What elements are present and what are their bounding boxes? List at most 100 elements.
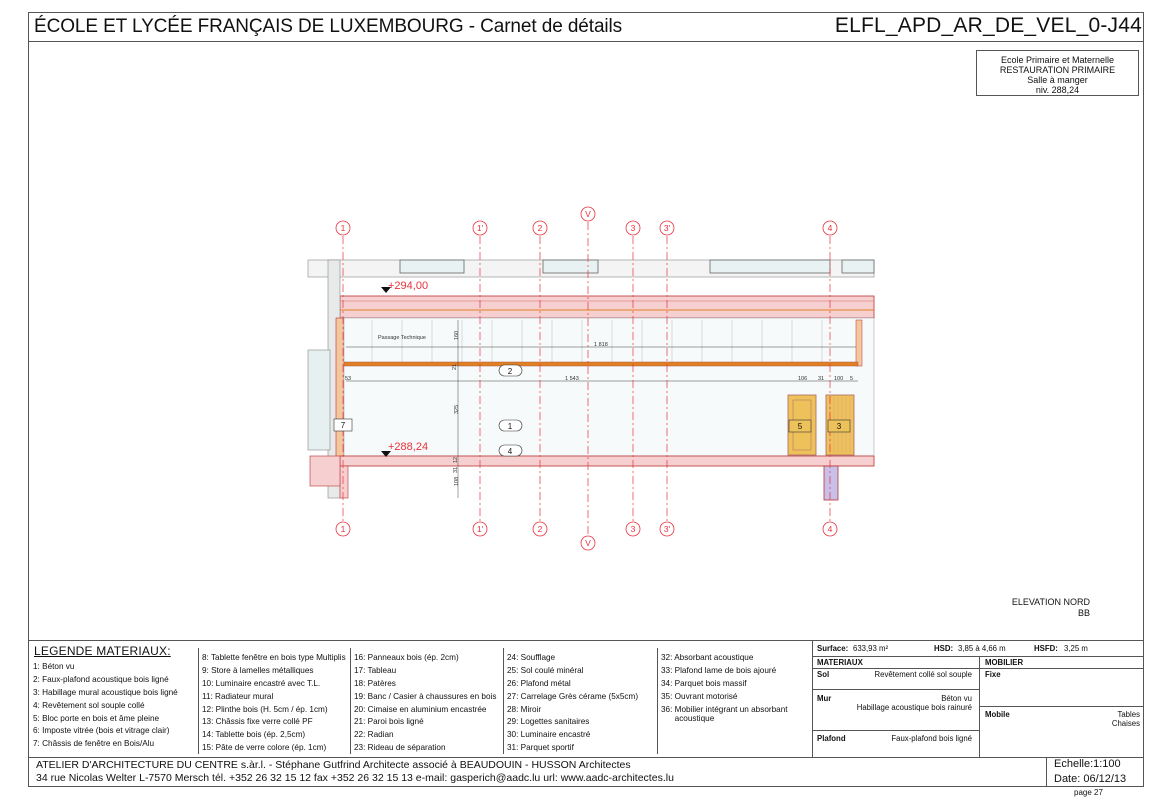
material-tag: [333, 418, 353, 432]
false-ceiling: [343, 361, 859, 367]
axis-label-bottom: 4: [828, 524, 833, 534]
mur-value: Béton vu: [941, 694, 972, 703]
legend-item: 15: Pâte de verre colore (ép. 1cm): [202, 743, 327, 753]
dim-text: 160: [454, 331, 460, 340]
legend-item: 32: Absorbant acoustique: [661, 653, 754, 662]
axis-label-bottom: 3: [631, 524, 636, 534]
legend-item: 18: Patères: [354, 678, 396, 688]
table-rule: [812, 656, 1144, 657]
page-number: page 27: [1074, 788, 1103, 797]
axis-label-bottom: 3': [664, 524, 671, 534]
legend-separator: [503, 648, 504, 754]
mur-value: Habillage acoustique bois rainuré: [856, 703, 972, 712]
dim-text: 5: [850, 376, 853, 382]
material-tag: [498, 444, 523, 457]
legend-item: 34: Parquet bois massif: [661, 678, 747, 688]
plafond-value: Faux-plafond bois ligné: [891, 734, 972, 743]
elevation-name: ELEVATION NORD: [1011, 597, 1090, 607]
axis-label-top: 3': [664, 223, 671, 233]
legend-item: 19: Banc / Casier à chaussures en bois: [354, 691, 497, 701]
floor-slab: [339, 455, 875, 467]
room-info-line: Ecole Primaire et Maternelle: [1000, 55, 1115, 65]
table-border: [812, 640, 813, 758]
elevation-label: ELEVATION NORD BB: [1010, 597, 1090, 619]
mobilier-header: MOBILIER: [985, 658, 1024, 667]
legend-column-1: 1: Béton vu 2: Faux-plafond acoustique b…: [33, 661, 178, 751]
footer-divider: [28, 757, 1044, 758]
legend-item: 17: Tableau: [354, 665, 397, 675]
table-border: [979, 656, 980, 758]
axis-label-top: 1: [341, 223, 346, 233]
axis-lines: [342, 222, 831, 536]
facade-glazing: [307, 349, 331, 451]
date-label: Date: 06/12/13: [1054, 773, 1127, 785]
footer-company: ATELIER D'ARCHITECTURE DU CENTRE s.àr.l.…: [36, 759, 631, 771]
legend-item: 29: Logettes sanitaires: [507, 717, 590, 727]
legend-item: 30: Luminaire encastré: [507, 730, 591, 740]
legend-item: 25: Sol coulé minéral: [507, 665, 584, 675]
upper-window: [709, 259, 831, 274]
table-rule: [812, 730, 979, 731]
mobile-value: Tables: [1117, 710, 1140, 719]
room-info-line: Salle à manger: [1027, 75, 1088, 85]
level-top-label: +294,00: [388, 280, 428, 292]
mobile-value: Chaises: [1111, 719, 1140, 728]
legend-item: 36: Mobilier intégrant un absorbant: [661, 704, 788, 714]
axis-label-top: 1': [477, 223, 484, 233]
hsd-value: 3,85 à 4,66 m: [958, 644, 1006, 653]
hsd-label: HSD:: [934, 644, 954, 653]
plafond-label: Plafond: [817, 734, 846, 743]
legend-column-4: 24: Soufflage 25: Sol coulé minéral 26: …: [507, 652, 638, 755]
dim-text: 53: [345, 376, 351, 382]
upper-window: [841, 259, 875, 274]
table-rule: [979, 706, 1144, 707]
legend-item: 31: Parquet sportif: [507, 743, 574, 753]
legend-item: 27: Carrelage Grès cérame (5x5cm): [507, 691, 639, 701]
legend-separator: [198, 648, 199, 754]
dim-text: 106: [798, 376, 807, 382]
legend-column-3: 16: Panneaux bois (ép. 2cm) 17: Tableau …: [354, 652, 496, 755]
pit: [823, 465, 839, 501]
legend-column-2: 8: Tablette fenêtre en bois type Multipl…: [202, 652, 346, 755]
dim-text: 31: [453, 467, 459, 473]
legend-item: acoustique: [661, 713, 715, 723]
axis-bubbles: [335, 206, 838, 551]
dim-text: 325: [454, 405, 460, 414]
room-info-box: Ecole Primaire et Maternelle RESTAURATIO…: [976, 50, 1139, 96]
material-tag: [498, 419, 523, 432]
legend-item: 2: Faux-plafond acoustique bois ligné: [33, 674, 169, 684]
material-tag: [498, 364, 523, 377]
dim-text: 31: [818, 376, 824, 382]
surface-label: Surface:: [817, 644, 849, 653]
legend-column-5: 32: Absorbant acoustique 33: Plafond lam…: [661, 652, 788, 723]
table-rule: [812, 668, 1144, 669]
sheet-code: ELFL_APD_AR_DE_VEL_0-J44: [834, 14, 1142, 37]
material-tag-text: 5: [798, 422, 803, 431]
legend-item: 7: Châssis de fenêtre en Bois/Alu: [33, 739, 155, 749]
surface-value: 633,93 m²: [853, 644, 889, 653]
elevation-ref: BB: [1077, 608, 1090, 618]
room-interior: [343, 317, 875, 457]
legend-item: 28: Miroir: [507, 704, 542, 714]
header-divider: [28, 41, 1144, 42]
legend-item: 22: Radian: [354, 730, 394, 740]
axis-label-bottom: 1': [477, 524, 484, 534]
legend-divider: [28, 640, 1144, 641]
legend-item: 12: Plinthe bois (H. 5cm / ép. 1cm): [202, 704, 328, 714]
upper-window: [399, 259, 465, 274]
roof-slab: [339, 295, 875, 319]
legend-item: 4: Revêtement sol souple collé: [33, 700, 145, 710]
legend-item: 1: Béton vu: [33, 662, 75, 671]
legend-item: 33: Plafond lame de bois ajouré: [661, 665, 777, 675]
material-tag: [788, 419, 812, 433]
mur-label: Mur: [817, 694, 832, 703]
scale-label: Echelle:1:100: [1054, 758, 1121, 770]
legend-item: 3: Habillage mural acoustique bois ligné: [33, 687, 178, 697]
level-marker-icon: [381, 287, 391, 293]
level-marker-icon: [381, 451, 391, 457]
room-info-line: niv. 288,24: [1035, 85, 1080, 95]
legend-separator: [350, 648, 351, 754]
legend-item: 8: Tablette fenêtre en bois type Multipl…: [202, 653, 346, 662]
upper-window: [542, 259, 599, 274]
passage-technique-label: Passage Technique: [378, 335, 426, 341]
